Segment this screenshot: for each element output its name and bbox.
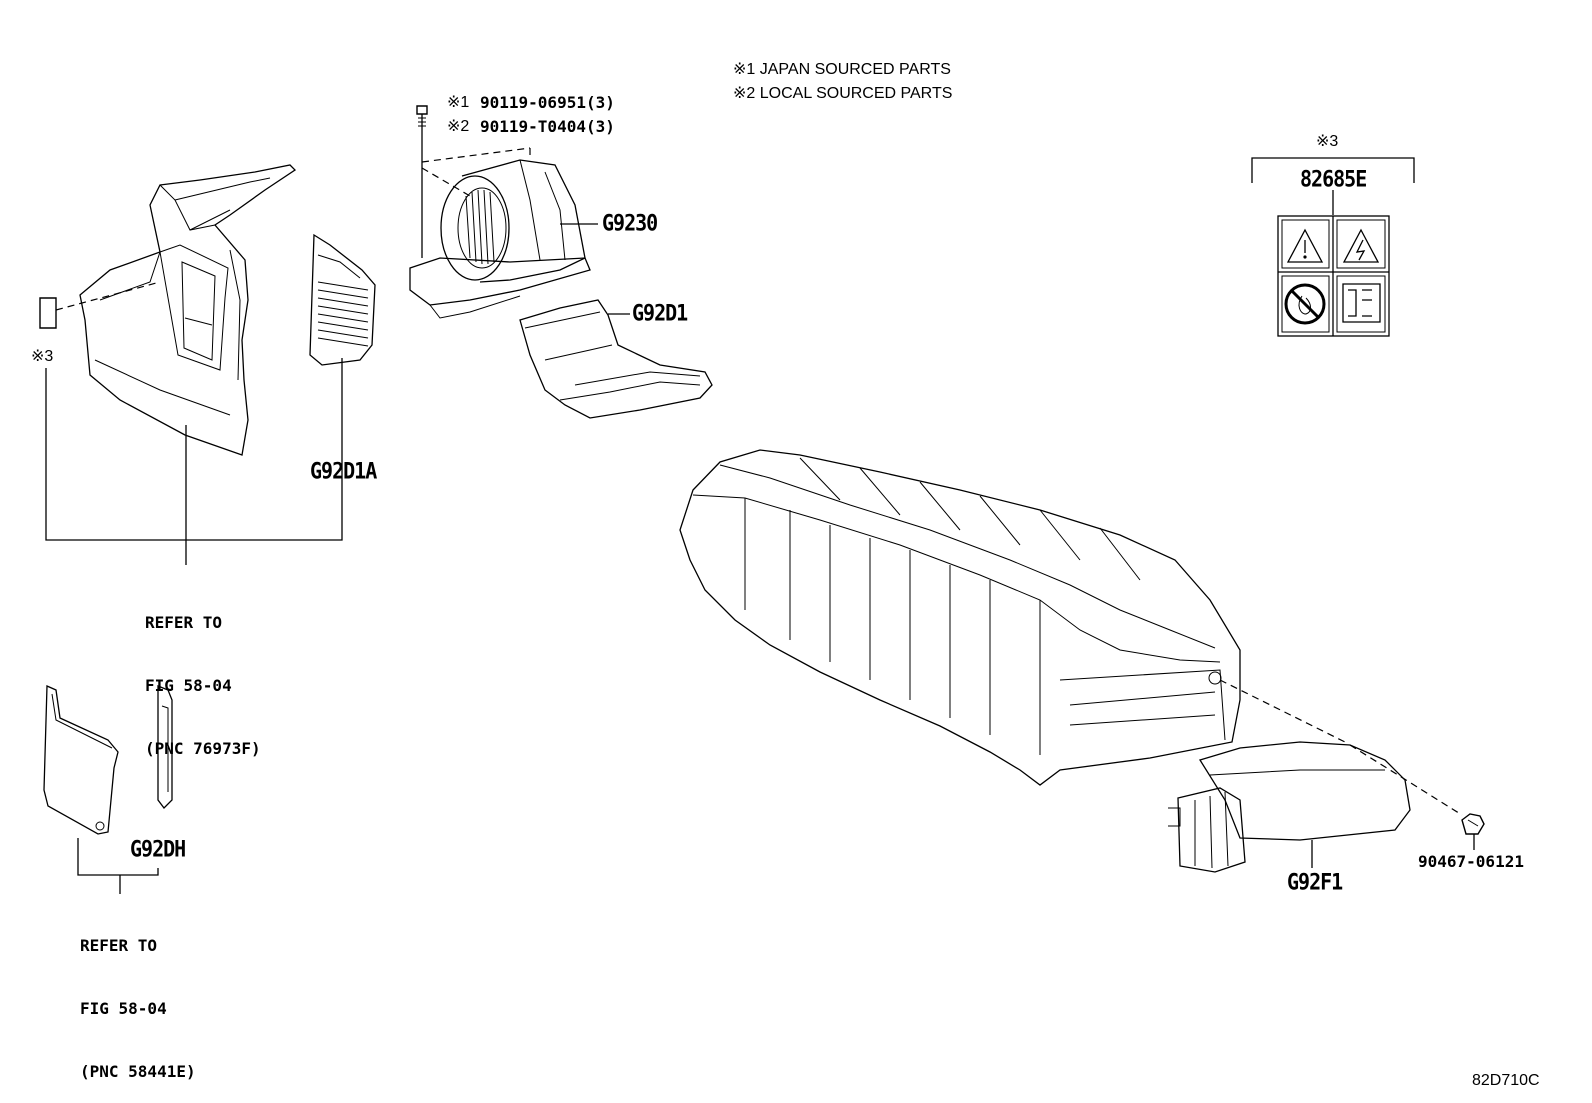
- part-label-90467-06121[interactable]: 90467-06121: [1418, 852, 1524, 871]
- duct-drawing: [519, 299, 713, 419]
- warning-label-drawing: [1277, 215, 1390, 337]
- diagram-code: 82D710C: [1472, 1072, 1540, 1089]
- duct-a-drawing: [309, 233, 376, 366]
- note-local-sourced: ※2 LOCAL SOURCED PARTS: [733, 85, 953, 102]
- label-ref-mark: ※3: [1316, 133, 1339, 150]
- note-japan-sourced: ※1 JAPAN SOURCED PARTS: [733, 61, 951, 78]
- cover-h-drawing: [43, 685, 173, 835]
- refer-line-2: FIG 58-04: [145, 676, 232, 695]
- part-label-g92f1[interactable]: G92F1: [1287, 868, 1343, 896]
- trim-panel-drawing: [79, 164, 297, 456]
- cover-f-drawing: [1168, 741, 1411, 873]
- sticker-drawing: [39, 281, 161, 329]
- bolt-part-number-2[interactable]: 90119-T0404(3): [480, 117, 615, 136]
- bolt-part-number-1[interactable]: 90119-06951(3): [480, 93, 615, 112]
- bolt-mark-1: ※1: [447, 94, 470, 111]
- part-label-82685e[interactable]: 82685E: [1300, 165, 1367, 193]
- sticker-ref-mark: ※3: [31, 348, 54, 365]
- refer-line-3: (PNC 76973F): [145, 739, 261, 758]
- refer-note-58441e[interactable]: REFER TO FIG 58-04 (PNC 58441E): [80, 893, 196, 1103]
- refer-line-1: REFER TO: [80, 936, 158, 955]
- refer-line-1: REFER TO: [145, 613, 223, 632]
- refer-line-3: (PNC 58441E): [80, 1062, 196, 1081]
- bolt-mark-2: ※2: [447, 118, 470, 135]
- battery-pack-drawing: [679, 449, 1463, 816]
- leader-lines-lower: [77, 838, 159, 894]
- part-label-g9230[interactable]: G9230: [602, 209, 658, 237]
- refer-line-2: FIG 58-04: [80, 999, 167, 1018]
- clip-drawing: [1461, 813, 1485, 850]
- part-label-g92dh[interactable]: G92DH: [130, 835, 186, 863]
- bolt-drawing: [416, 105, 531, 258]
- part-label-g92d1a[interactable]: G92D1A: [310, 457, 377, 485]
- part-label-g92d1[interactable]: G92D1: [632, 299, 688, 327]
- refer-note-76973f[interactable]: REFER TO FIG 58-04 (PNC 76973F): [145, 570, 261, 780]
- blower-drawing: [409, 159, 598, 319]
- label-bracket: [1251, 157, 1415, 215]
- leader-lines-left: [45, 358, 343, 565]
